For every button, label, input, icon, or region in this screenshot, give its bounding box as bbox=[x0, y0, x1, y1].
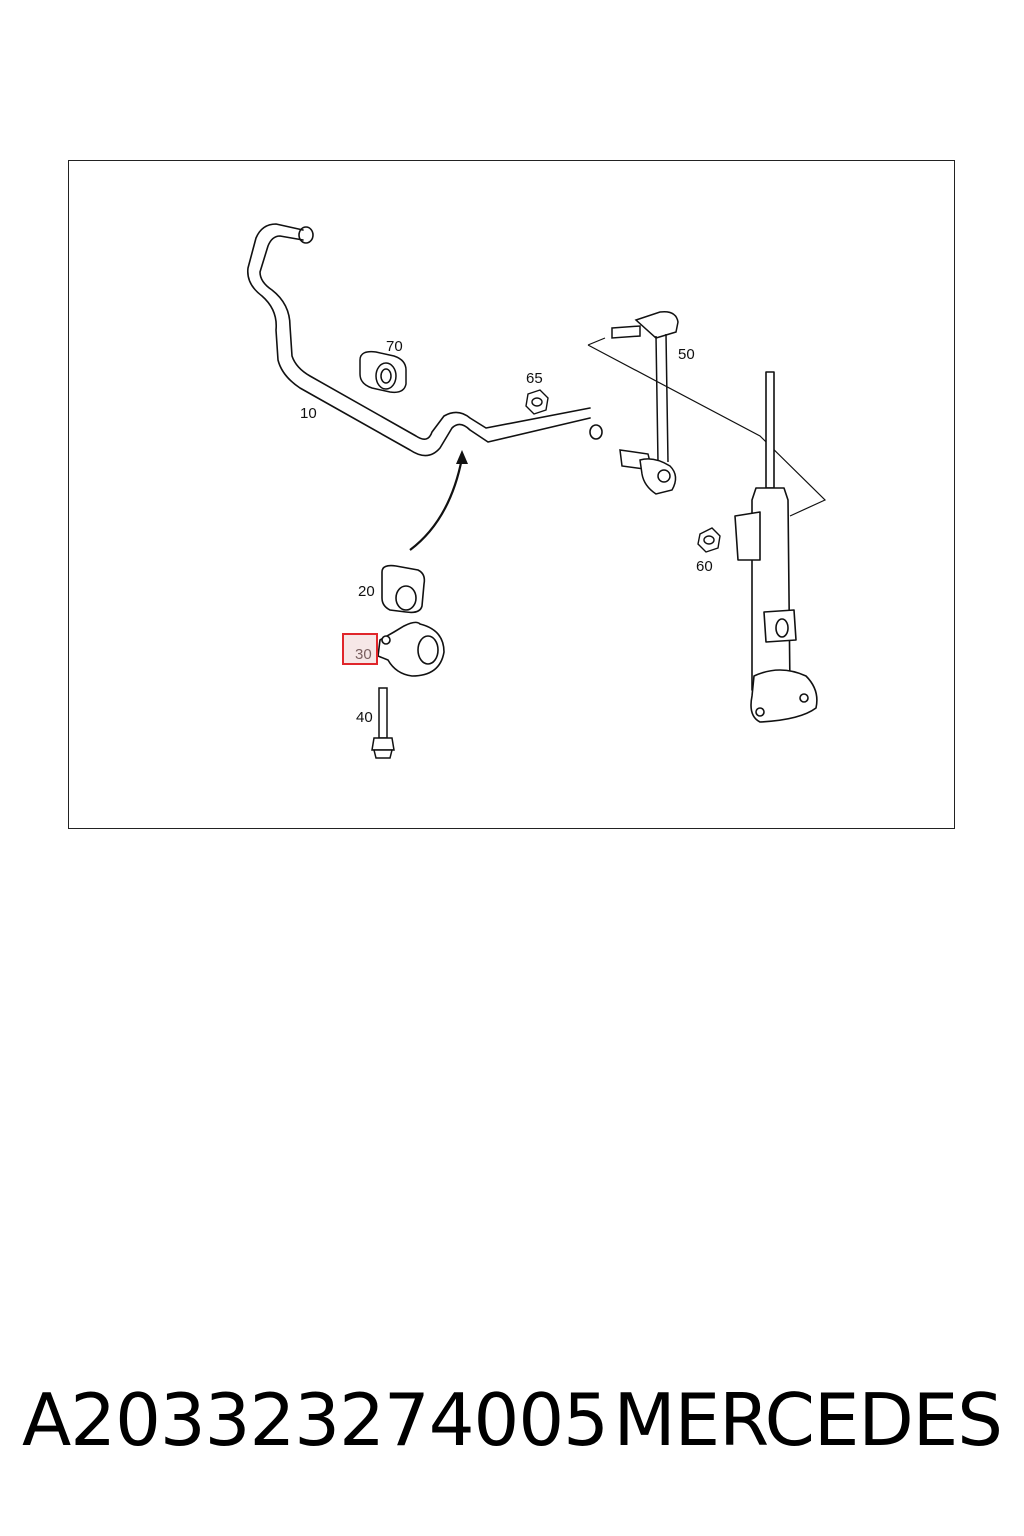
callout-40: 40 bbox=[356, 709, 373, 726]
callout-60: 60 bbox=[696, 558, 713, 575]
callout-70: 70 bbox=[386, 338, 403, 355]
assembly-arrow bbox=[409, 450, 468, 551]
callout-10: 10 bbox=[300, 405, 317, 422]
callout-65: 65 bbox=[526, 370, 543, 387]
callout-20: 20 bbox=[358, 583, 375, 600]
diagram-frame bbox=[68, 160, 955, 829]
bushing bbox=[381, 564, 426, 614]
rubber-mount bbox=[359, 350, 407, 394]
link-rod bbox=[611, 310, 679, 495]
shock-absorber bbox=[734, 371, 818, 723]
leader-lines bbox=[587, 337, 827, 517]
nut bbox=[697, 527, 721, 553]
highlight-box bbox=[342, 633, 378, 665]
callout-30: 30 bbox=[355, 646, 372, 663]
nut bbox=[525, 389, 549, 415]
stabilizer-bar bbox=[246, 223, 603, 457]
parts-diagram: 10 70 65 50 60 20 30 40 bbox=[246, 223, 827, 759]
clamp bbox=[377, 621, 445, 677]
footer: A203323274005 MERCEDES bbox=[22, 1378, 1003, 1468]
callout-50: 50 bbox=[678, 346, 695, 363]
callout-labels: 10 70 65 50 60 20 30 40 bbox=[300, 338, 713, 726]
bolt bbox=[371, 687, 395, 759]
part-number: A203323274005 bbox=[22, 1378, 609, 1462]
brand-name: MERCEDES bbox=[613, 1378, 1003, 1462]
